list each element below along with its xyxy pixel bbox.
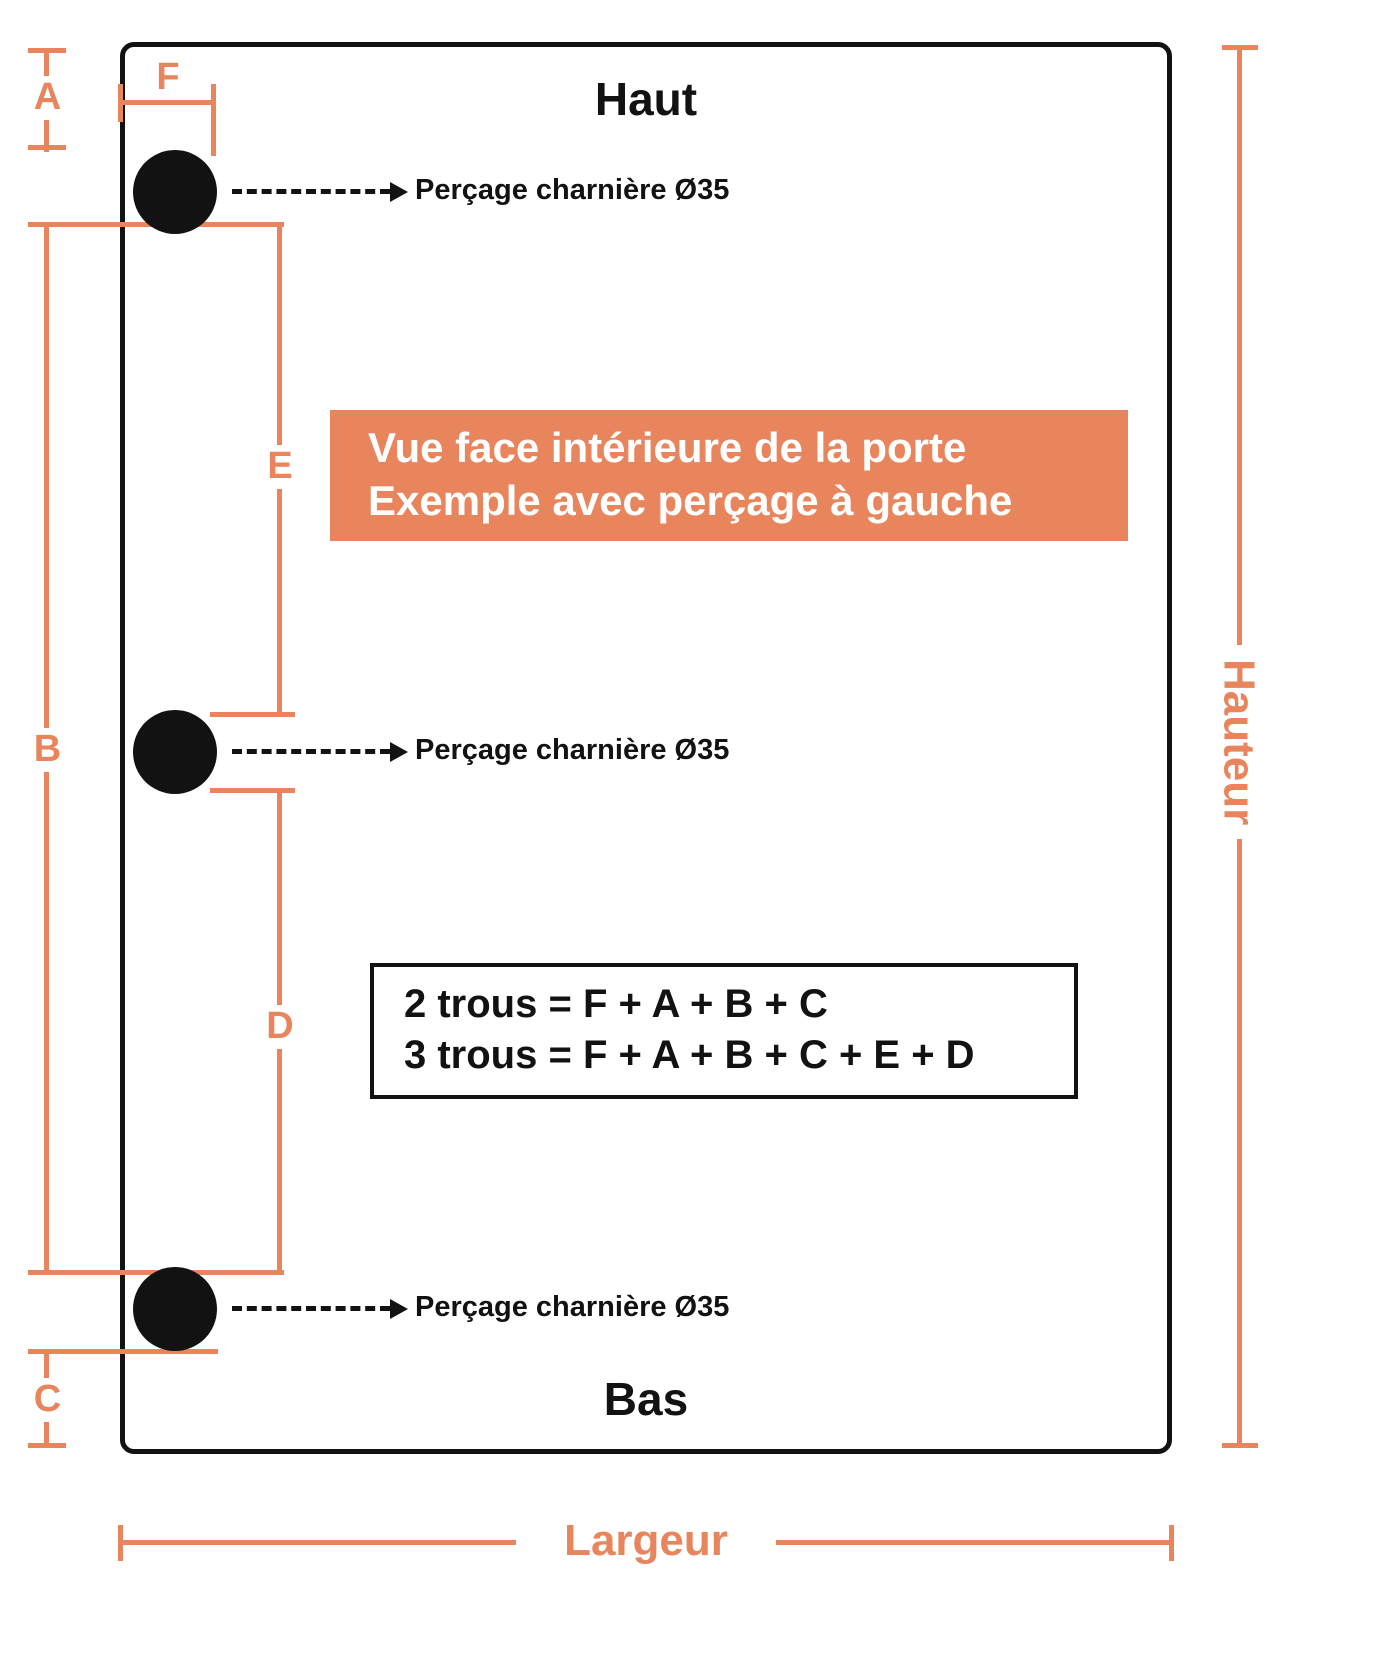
door-outline [120,42,1172,1454]
dim-e-label: E [258,445,302,489]
hinge-callout-arrow-top [232,182,408,202]
arrowhead-icon [390,1299,408,1319]
formula-two-holes: 2 trous = F + A + B + C [404,982,828,1026]
dim-hauteur-tick-bottom [1222,1443,1258,1448]
view-banner: Vue face intérieure de la porte Exemple … [330,410,1128,541]
hinge-callout-arrow-bottom [232,1299,408,1319]
hinge-label-top: Perçage charnière Ø35 [415,174,730,206]
hinge-hole-top [133,150,217,234]
dim-d-tick-top [210,788,295,793]
formula-three-holes: 3 trous = F + A + B + C + E + D [404,1032,975,1077]
dim-a-label: A [25,76,70,120]
hinge-label-bottom: Perçage charnière Ø35 [415,1291,730,1323]
banner-line-1: Vue face intérieure de la porte [368,424,967,471]
hinge-callout-arrow-middle [232,742,408,762]
dim-largeur-label: Largeur [516,1514,776,1569]
formula-box: 2 trous = F + A + B + C 3 trous = F + A … [370,963,1078,1099]
dim-largeur-tick-right [1169,1525,1174,1561]
hinge-label-middle: Perçage charnière Ø35 [415,734,730,766]
dim-a-tick-bottom [28,145,66,150]
banner-line-2: Exemple avec perçage à gauche [368,476,1013,524]
dim-c-tick-top [28,1349,218,1354]
dim-f-line [120,100,216,105]
dim-b-label: B [25,728,70,772]
dim-largeur-tick-left [118,1525,123,1561]
dim-c-tick-bottom [28,1443,66,1448]
door-top-label: Haut [594,73,698,125]
dim-f-tick-right [211,84,216,156]
dim-f-label: F [146,56,190,100]
arrowhead-icon [390,182,408,202]
dim-hauteur-label: Hauteur [1211,645,1266,840]
dim-e-tick-bottom [210,712,295,717]
door-bottom-label: Bas [603,1373,689,1425]
dim-hauteur-tick-top [1222,45,1258,50]
dim-a-tick-top [28,48,66,53]
dim-f-tick-left [118,84,123,122]
dim-c-label: C [25,1378,70,1422]
hinge-hole-bottom [133,1267,217,1351]
arrowhead-icon [390,742,408,762]
dim-d-label: D [258,1005,302,1049]
hinge-hole-middle [133,710,217,794]
